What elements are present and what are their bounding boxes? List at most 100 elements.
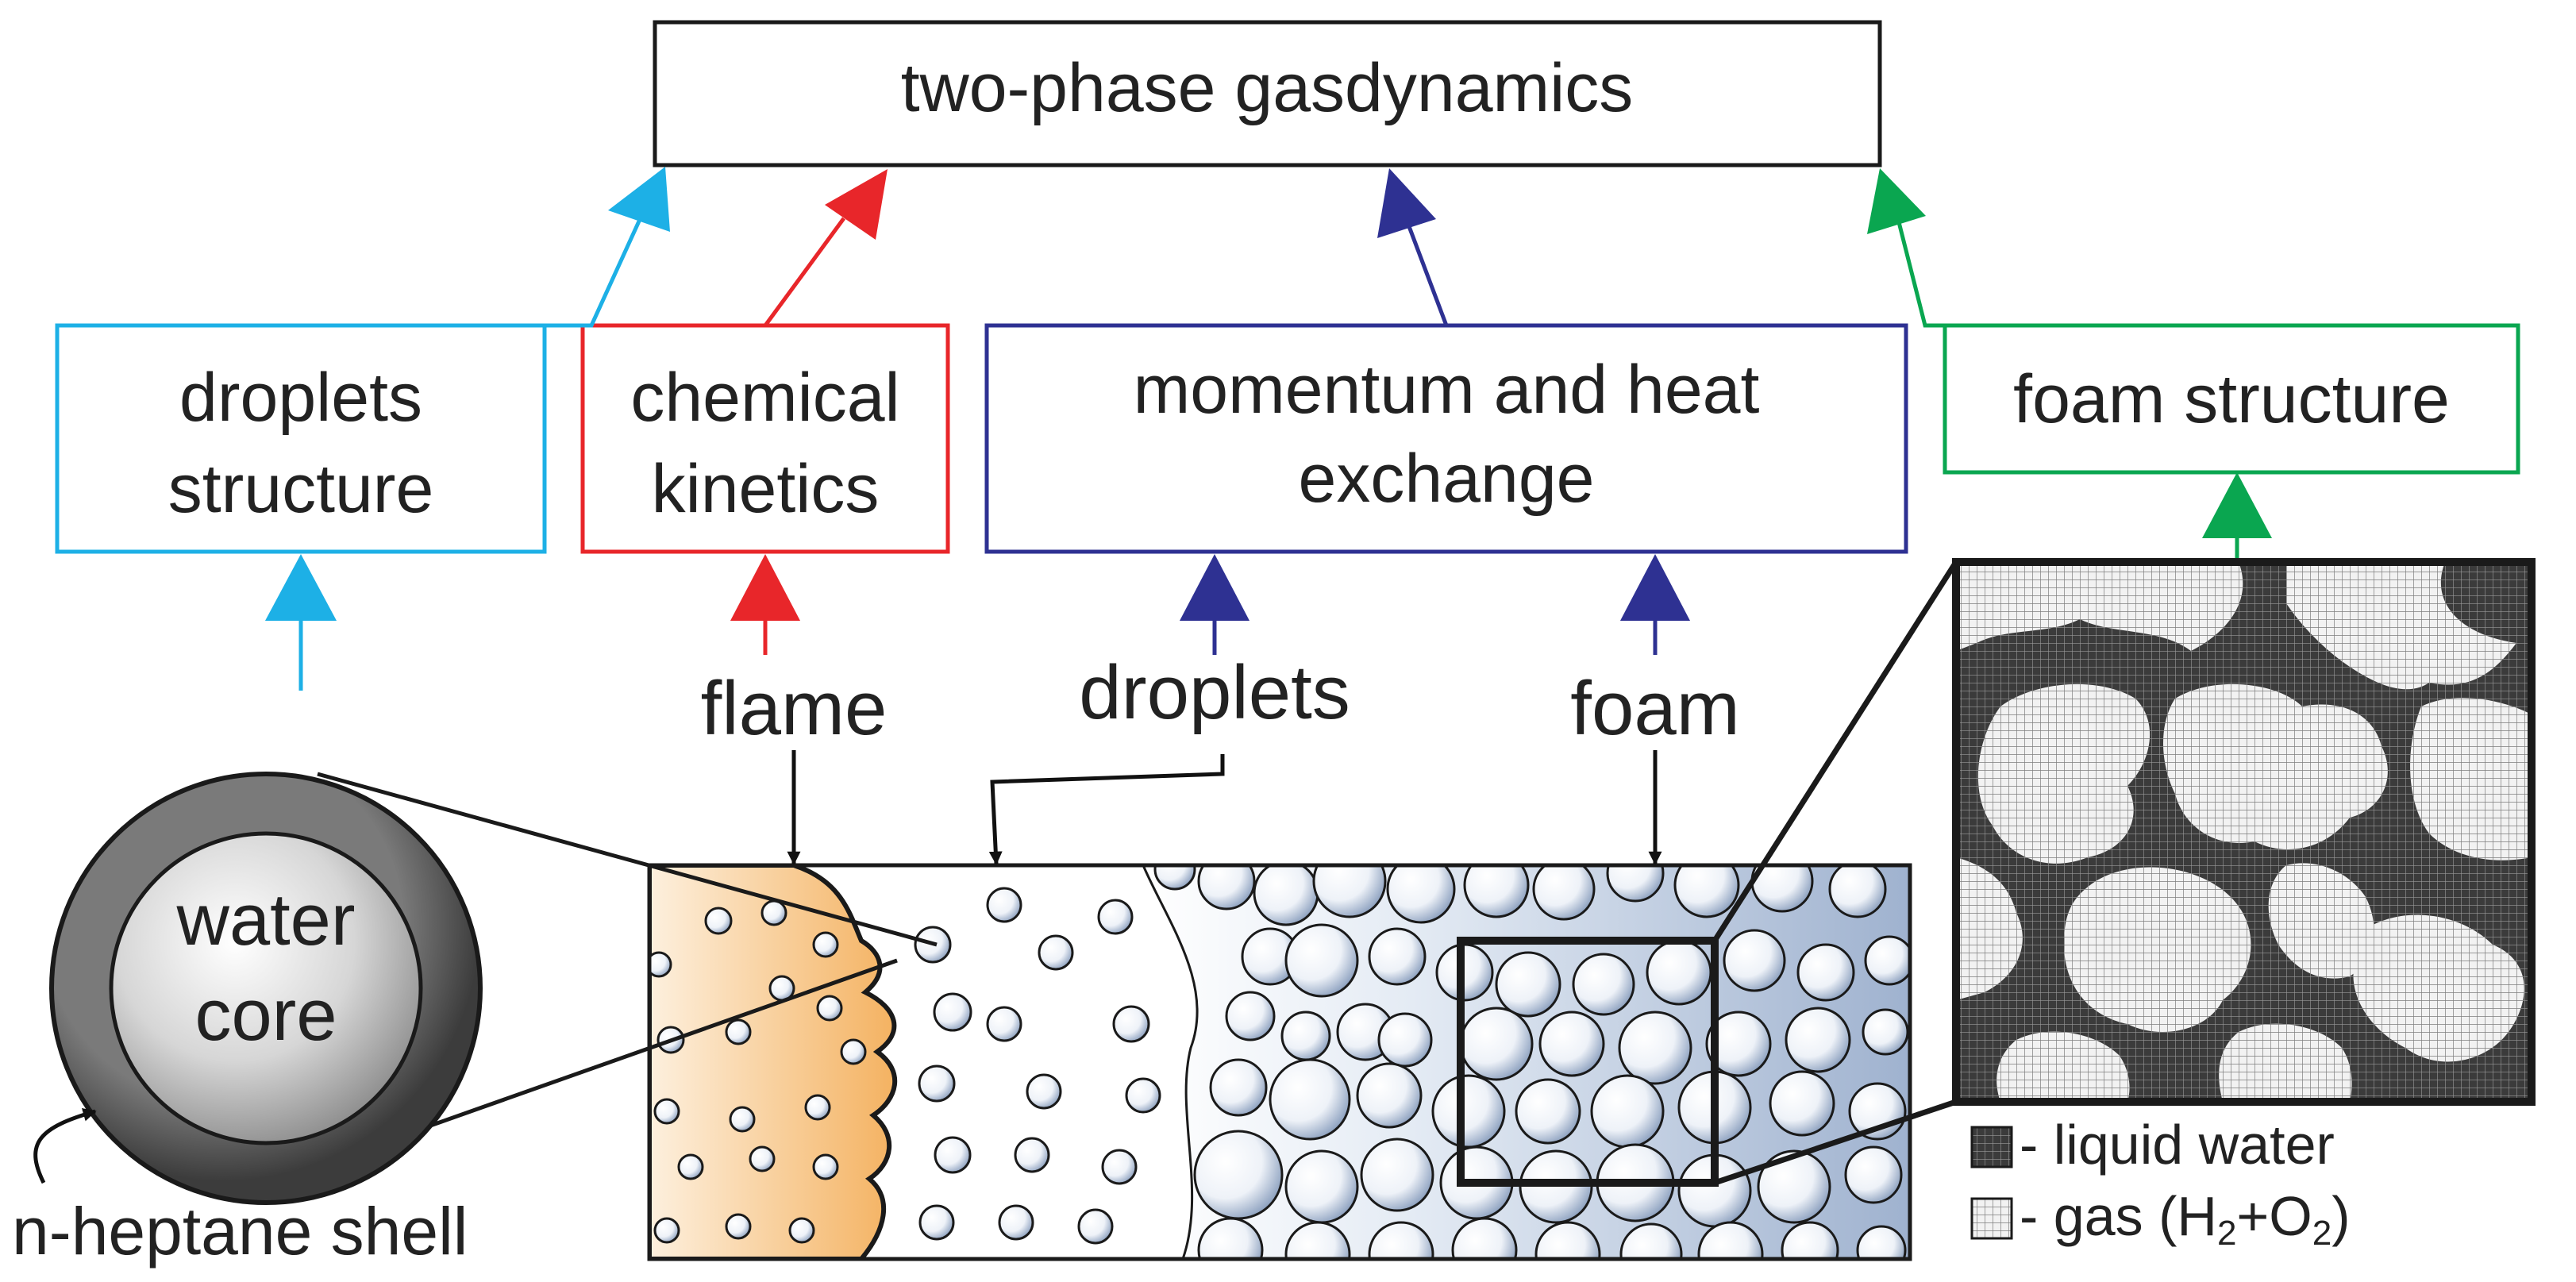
droplets-structure-line2: structure (168, 451, 434, 527)
foam-bubble (1197, 865, 1256, 910)
foam-bubble (1864, 935, 1910, 986)
flame-droplet (704, 907, 733, 935)
gas-region-5 (2410, 698, 2532, 860)
foam-bubble (1862, 1008, 1909, 1056)
foam-bubble (1368, 1221, 1434, 1259)
droplet (933, 992, 972, 1032)
foam-bubble (1495, 951, 1561, 1018)
foam-bubble (1750, 865, 1814, 913)
flame-droplet (749, 1145, 776, 1172)
foam-bubble (1723, 929, 1786, 992)
foam-bubble (1619, 1222, 1683, 1259)
legend-gas-label: - gas (H2+O2) (2020, 1185, 2351, 1253)
foam-bubble (1781, 1221, 1839, 1259)
flame-droplet (788, 1217, 815, 1244)
foam-bubble (1757, 1149, 1831, 1224)
gas-region-9 (2353, 914, 2524, 1062)
droplet (986, 1006, 1022, 1042)
channel-cross-section (649, 865, 1910, 1259)
foam-bubble (1515, 1078, 1581, 1145)
flame-droplet (649, 951, 672, 978)
foam-structure-box (1943, 323, 2520, 475)
foam-bubble (1618, 1011, 1692, 1085)
foam-bubble (1769, 1070, 1835, 1137)
flame-droplet (804, 1094, 831, 1121)
droplet (1077, 1208, 1114, 1245)
droplet (998, 1204, 1034, 1241)
droplet-zoom-line-bottom (380, 958, 898, 1145)
foam-bubble (1451, 1217, 1518, 1259)
droplet-zoom-line-top (317, 772, 938, 947)
foam-bubble (1646, 939, 1712, 1006)
droplets-arrow (988, 754, 1225, 865)
red-arrow-into-chemical-kinetics (730, 554, 800, 655)
foam-bubble (1225, 991, 1276, 1041)
droplet (918, 1064, 956, 1103)
flame-droplet (725, 1018, 752, 1045)
zoom-line-top (1712, 560, 1958, 942)
cyan-arrow-up (545, 167, 670, 328)
flame-droplet (729, 1106, 756, 1133)
gas-region-1 (1956, 562, 2243, 651)
foam-bubble (1386, 865, 1456, 924)
flame-label: flame (701, 666, 888, 751)
momentum-heat-line1: momentum and heat (1134, 352, 1760, 428)
foam-bubble (1828, 865, 1887, 918)
foam-bubble (1796, 943, 1855, 1002)
gas-region-3 (1977, 683, 2151, 864)
droplet (918, 1204, 955, 1241)
green-arrow-up (1867, 168, 1945, 328)
flame-droplet (653, 1098, 680, 1125)
zoom-line-bottom (1713, 1099, 1958, 1186)
foam-bubble (1253, 865, 1319, 926)
navy-arrow-into-momentum-right (1620, 554, 1690, 655)
foam-bubble (1459, 1007, 1534, 1081)
foam-bubble (1284, 923, 1359, 998)
cyan-arrow-into-droplets-structure (265, 554, 337, 691)
foam-bubble (1538, 1011, 1605, 1077)
droplet (1112, 1005, 1150, 1043)
foam-bubble (1606, 865, 1665, 903)
droplet (1125, 1077, 1161, 1114)
droplet (1026, 1073, 1062, 1110)
flame-droplet (840, 1038, 867, 1065)
droplet (934, 1136, 972, 1174)
flame-droplet (812, 931, 839, 958)
n-heptane-shell-label: n-heptane shell (12, 1194, 468, 1269)
foam-bubble (1844, 1145, 1903, 1204)
foam-bubble (1590, 1074, 1665, 1149)
flame-droplet (677, 1153, 704, 1180)
foam-bubble (1193, 1130, 1284, 1220)
foam-bubble (1697, 1221, 1764, 1259)
chemical-kinetics-line2: kinetics (652, 451, 880, 527)
foam-micro-structure (1952, 558, 2536, 1106)
flame-droplet (816, 995, 843, 1022)
flame-droplet (812, 1153, 839, 1180)
foam-bubble (1856, 1225, 1907, 1259)
foam-bubble (1284, 1149, 1359, 1224)
foam-bubble (1785, 1007, 1851, 1073)
foam-bubble (1153, 865, 1196, 891)
gas-region-6 (1956, 857, 2023, 1000)
foam-bubble (1280, 1011, 1331, 1061)
foam-bubble (1377, 1012, 1433, 1068)
gas-region-2 (2286, 562, 2516, 690)
foam-bubble (1431, 1074, 1506, 1149)
flame-droplets (649, 899, 867, 1244)
foam-bubble (1463, 865, 1530, 918)
red-arrow-up (763, 169, 888, 327)
foam-bubble (1197, 1217, 1264, 1259)
chemical-kinetics-line1: chemical (630, 360, 899, 436)
droplet (986, 887, 1022, 923)
foam-structure-label: foam structure (2013, 361, 2450, 437)
droplet (1014, 1137, 1050, 1173)
gas-region-8 (2268, 863, 2374, 979)
droplets-label: droplets (1079, 650, 1350, 735)
flame-droplet (760, 899, 787, 926)
navy-arrow-up (1377, 168, 1449, 326)
foam-bubble (1209, 1058, 1268, 1117)
two-phase-gasdynamics-label: two-phase gasdynamics (901, 50, 1634, 126)
gas-region-11 (2219, 1023, 2352, 1102)
foam-bubble (1673, 865, 1740, 918)
